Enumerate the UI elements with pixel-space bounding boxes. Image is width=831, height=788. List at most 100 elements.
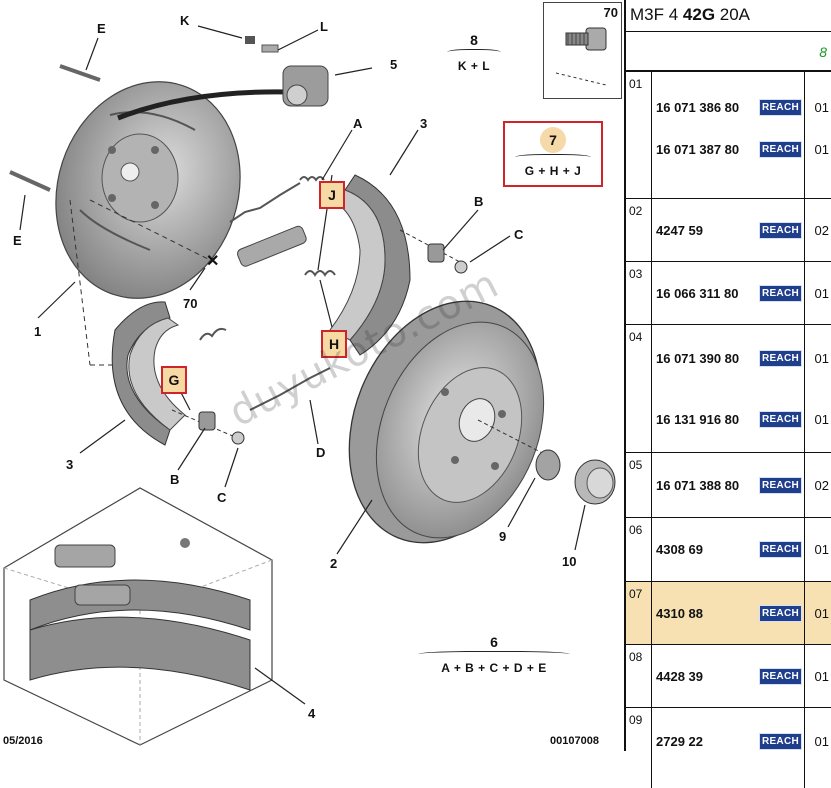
pin-spring-left [171,409,245,445]
part-qty: 01 [814,351,829,366]
callout-10: 10 [562,554,577,569]
subheader-value: 8 [819,44,827,60]
part-line: 4310 88 REACH 01 [656,605,829,622]
bolt-e-left [9,170,51,192]
part-qty: 01 [814,412,829,427]
panel-subheader: 8 [626,32,831,72]
callout-k: K [180,13,190,28]
callout-1: 1 [34,324,42,339]
row-index: 04 [626,325,652,452]
part-ref[interactable]: 16 131 916 80 [656,412,740,427]
kit-8-label: 8 K + L [447,32,501,73]
reach-badge: REACH [758,733,802,750]
callout-b: B [170,472,180,487]
part-ref[interactable]: 16 071 387 80 [656,142,740,157]
reach-badge: REACH [758,411,802,428]
callout-e: E [13,233,22,248]
letter-box-j: J [319,181,345,209]
callout-5: 5 [390,57,398,72]
leader-lines [19,25,586,705]
part-qty: 02 [814,478,829,493]
kit-7-label: 7 G + H + J [503,121,603,187]
kit-6-brace [418,651,570,659]
bolt-e-top [59,64,101,82]
part-ref[interactable]: 16 066 311 80 [656,286,739,301]
part-row-08[interactable]: 08 4428 39 REACH 01 [626,645,831,708]
row-index: 03 [626,262,652,324]
callout-b: B [474,194,484,209]
callout-2: 2 [330,556,338,571]
part-ref[interactable]: 4428 39 [656,669,703,684]
row-index: 06 [626,518,652,581]
part-qty: 01 [814,100,829,115]
part-row-06[interactable]: 06 4308 69 REACH 01 [626,518,831,582]
part-qty: 01 [814,286,829,301]
callout-70: 70 [183,296,198,311]
part-ref[interactable]: 4308 69 [656,542,703,557]
part-ref[interactable]: 16 071 388 80 [656,478,740,493]
screw-icon [555,27,607,86]
part-qty: 01 [814,606,829,621]
callout-3: 3 [66,457,74,472]
callout-c: C [514,227,524,242]
reach-badge: REACH [758,141,802,158]
reach-badge: REACH [758,99,802,116]
footer-code: 00107008 [550,735,599,747]
part-row-01[interactable]: 01 16 071 386 80 REACH 01 16 071 387 80 REA… [626,72,831,199]
part-qty: 01 [814,542,829,557]
row-index: 08 [626,645,652,707]
header-prefix: M3F 4 [630,5,683,24]
pin-spring-right [399,229,468,274]
callout-c: C [217,490,227,505]
reach-badge: REACH [758,222,802,239]
part-line: 16 071 386 80 REACH 01 [656,99,829,116]
part-row-03[interactable]: 03 16 066 311 80 REACH 01 [626,262,831,325]
part-row-05[interactable]: 05 16 071 388 80 REACH 02 [626,453,831,518]
kit-6-label: 6 A + B + C + D + E [418,634,570,675]
part-ref[interactable]: 4310 88 [656,606,703,621]
diagram-drawing: ✕ [3,25,616,746]
wheel-cylinder [245,36,329,107]
letter-box-h: H [321,330,347,358]
part-ref[interactable]: 4247 59 [656,223,703,238]
kit-6-items: A + B + C + D + E [441,661,547,675]
screw-inset-box: 70 [543,2,622,99]
reach-badge: REACH [758,668,802,685]
brake-shoe-left [111,301,186,446]
letter-box-g: G [161,366,187,394]
row-index: 09 [626,708,652,788]
part-qty: 01 [814,669,829,684]
callout-3: 3 [420,116,428,131]
part-ref[interactable]: 16 071 390 80 [656,351,740,366]
reach-badge: REACH [758,477,802,494]
kit-6-number: 6 [490,634,498,650]
part-qty: 02 [814,223,829,238]
reach-badge: REACH [758,541,802,558]
reach-badge: REACH [758,285,802,302]
part-ref[interactable]: 2729 22 [656,734,703,749]
part-qty: 01 [814,142,829,157]
kit-7-brace [515,154,591,162]
header-suffix: 20A [715,5,751,24]
kit-7-number: 7 [540,127,566,153]
hub-nut [535,449,561,481]
handbrake-cable [117,89,291,121]
part-line: 16 071 388 80 REACH 02 [656,477,829,494]
svg-text:✕: ✕ [206,253,219,270]
springs-and-adjuster [199,176,336,411]
panel-header: M3F 4 42G 20A [626,0,831,32]
footer-date: 05/2016 [3,735,43,747]
screw-inset-number: 70 [603,5,618,20]
part-line: 16 071 387 80 REACH 01 [656,141,829,158]
callout-4: 4 [308,706,316,721]
part-ref[interactable]: 16 071 386 80 [656,100,740,115]
exploded-parts-diagram: ✕ [3,2,622,747]
part-line: 16 066 311 80 REACH 01 [656,285,829,302]
row-index: 05 [626,453,652,517]
reach-badge: REACH [758,605,802,622]
